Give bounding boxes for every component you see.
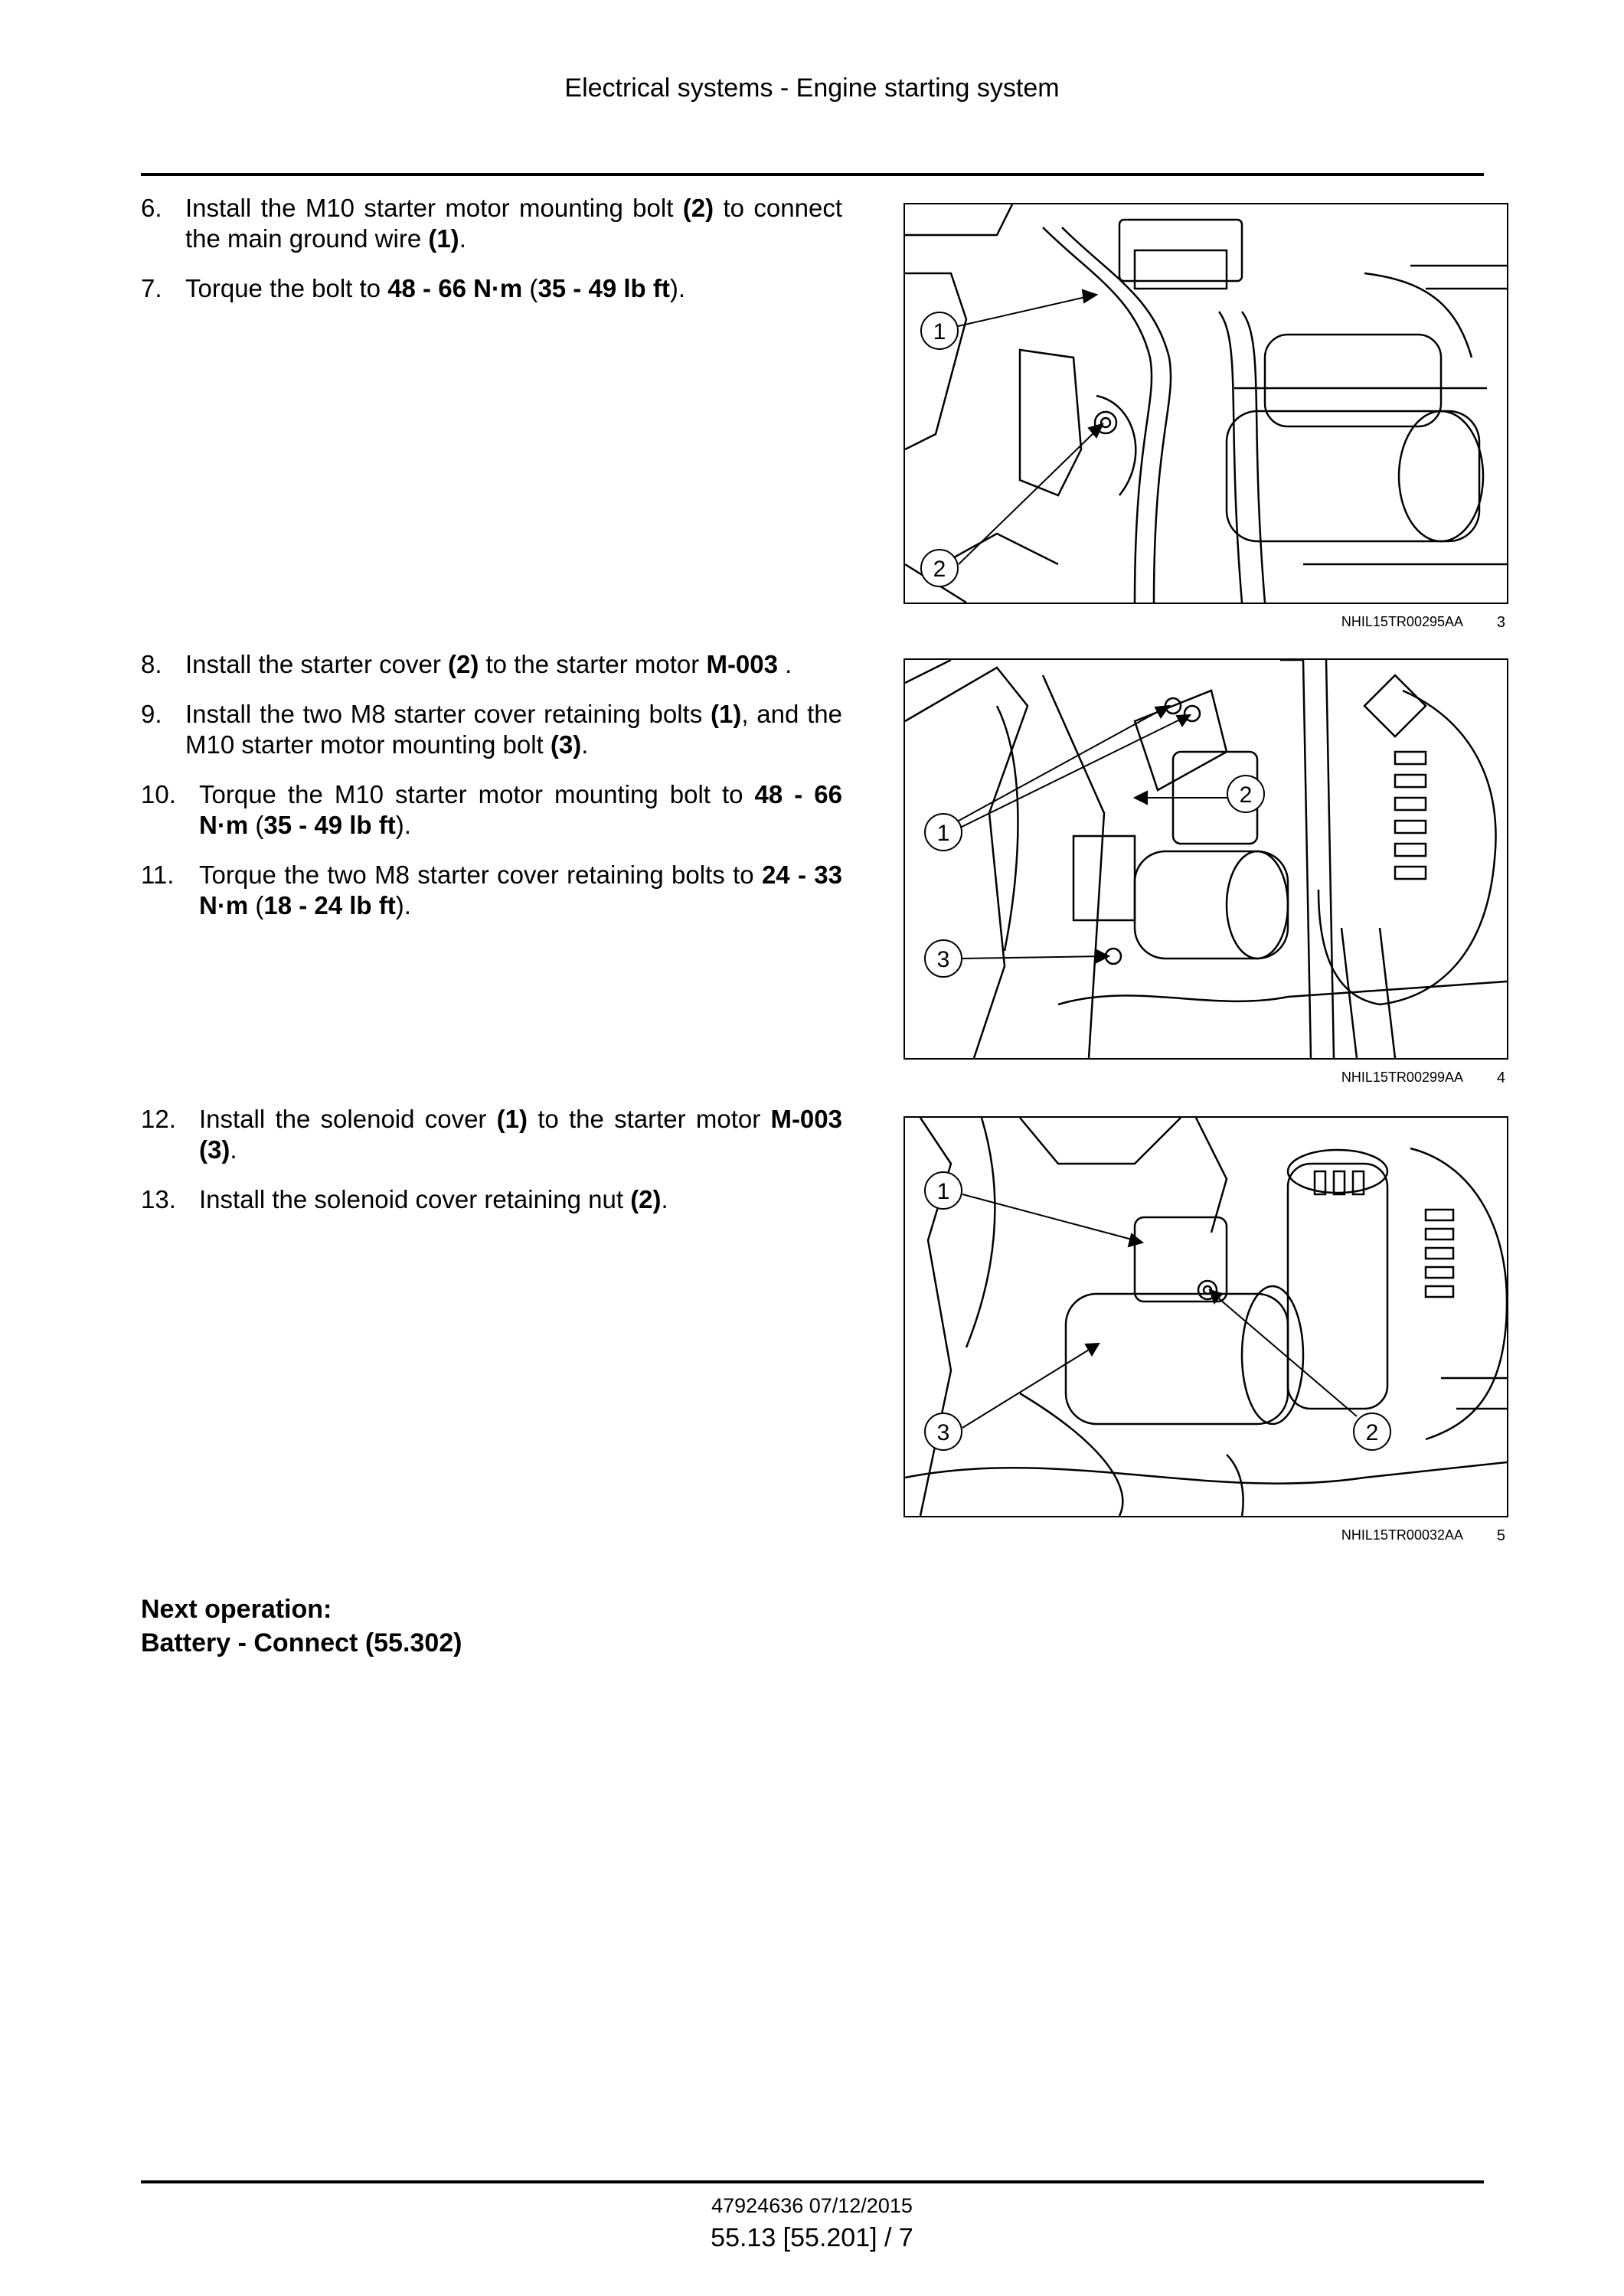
step-number: 6. <box>141 194 162 222</box>
steps-group-2: 8. Install the starter cover (2) to the … <box>141 649 842 940</box>
solenoid-cover-drawing: 1 3 2 <box>905 1118 1507 1516</box>
figure-number: 5 <box>1496 1527 1505 1544</box>
next-operation: Next operation: Battery - Connect (55.30… <box>141 1592 462 1660</box>
steps-group-3: 12. Install the solenoid cover (1) to th… <box>141 1104 842 1234</box>
next-operation-link[interactable]: Battery - Connect (55.302) <box>141 1628 462 1657</box>
step-10: 10. Torque the M10 starter motor mountin… <box>141 779 842 841</box>
figure-5-illustration: 1 3 2 <box>903 1116 1508 1517</box>
steps-group-1: 6. Install the M10 starter motor mountin… <box>141 193 842 323</box>
step-8: 8. Install the starter cover (2) to the … <box>141 649 842 680</box>
footer-document-id: 47924636 07/12/2015 <box>711 2194 913 2217</box>
step-number: 8. <box>141 650 162 678</box>
header-rule <box>141 173 1484 176</box>
callout-label: 2 <box>933 557 946 582</box>
page-header-title: Electrical systems - Engine starting sys… <box>564 73 1060 103</box>
step-9: 9. Install the two M8 starter cover reta… <box>141 699 842 760</box>
callout-label: 2 <box>1240 782 1253 808</box>
callout-1-marker <box>924 1171 962 1210</box>
figure-code: NHIL15TR00299AA <box>1341 1070 1463 1085</box>
step-text: Torque the bolt to 48 - 66 N·m (35 - 49 … <box>185 274 685 302</box>
step-text: Install the M10 starter motor mounting b… <box>185 194 842 253</box>
starter-ground-wire-drawing: 1 2 <box>905 204 1507 603</box>
footer-rule <box>141 2180 1484 2183</box>
callout-3-marker <box>924 1413 962 1451</box>
callout-label: 1 <box>933 319 946 345</box>
callout-2-marker <box>1353 1413 1391 1451</box>
step-number: 10. <box>141 780 176 808</box>
figure-code: NHIL15TR00032AA <box>1341 1527 1463 1543</box>
callout-label: 1 <box>937 821 950 846</box>
step-number: 13. <box>141 1185 176 1213</box>
step-text: Install the solenoid cover (1) to the st… <box>199 1105 842 1164</box>
figure-number: 4 <box>1496 1070 1505 1086</box>
callout-3-marker <box>924 939 962 978</box>
footer-page-reference: 55.13 [55.201] / 7 <box>711 2223 913 2252</box>
callout-1-marker <box>924 813 962 851</box>
step-number: 11. <box>141 861 175 889</box>
callout-label: 3 <box>937 1420 950 1445</box>
step-number: 7. <box>141 274 162 302</box>
step-13: 13. Install the solenoid cover retaining… <box>141 1184 842 1215</box>
callout-label: 1 <box>937 1179 950 1204</box>
figure-code: NHIL15TR00295AA <box>1341 614 1463 629</box>
next-operation-label: Next operation: <box>141 1595 332 1624</box>
starter-cover-drawing: 1 2 3 <box>905 660 1507 1058</box>
callout-label: 2 <box>1366 1420 1379 1445</box>
callout-1-marker <box>920 312 959 350</box>
figure-number: 3 <box>1496 614 1505 631</box>
step-number: 12. <box>141 1105 176 1133</box>
step-11: 11. Torque the two M8 starter cover reta… <box>141 860 842 921</box>
step-12: 12. Install the solenoid cover (1) to th… <box>141 1104 842 1165</box>
step-text: Torque the two M8 starter cover retainin… <box>199 861 842 919</box>
figure-3-illustration: 1 2 <box>903 203 1508 604</box>
callout-2-marker <box>1227 775 1265 813</box>
callout-2-marker <box>920 549 959 587</box>
step-text: Torque the M10 starter motor mounting bo… <box>199 780 842 839</box>
step-6: 6. Install the M10 starter motor mountin… <box>141 193 842 254</box>
figure-4-illustration: 1 2 3 <box>903 658 1508 1060</box>
step-7: 7. Torque the bolt to 48 - 66 N·m (35 - … <box>141 273 842 304</box>
step-number: 9. <box>141 700 162 728</box>
step-text: Install the two M8 starter cover retaini… <box>185 700 842 759</box>
callout-label: 3 <box>937 947 950 972</box>
step-text: Install the starter cover (2) to the sta… <box>185 650 792 678</box>
step-text: Install the solenoid cover retaining nut… <box>199 1185 668 1213</box>
